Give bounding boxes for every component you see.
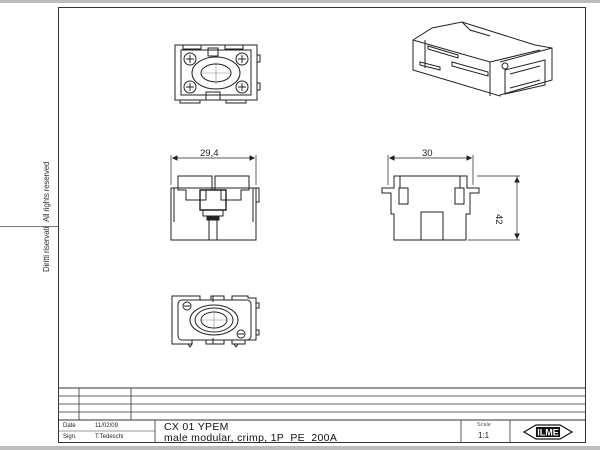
date-value: 11/02/09 — [95, 423, 118, 429]
isometric-view — [412, 21, 553, 97]
bottom-view — [171, 295, 260, 348]
part-description: male modular, crimp, 1P PE 200A — [164, 432, 338, 444]
title-block-grid — [58, 387, 586, 443]
bottom-edge-bar — [0, 446, 600, 450]
side-view-width-dimension: 30 — [422, 148, 433, 159]
ilme-logo: ILME — [522, 424, 574, 440]
margin-fold-mark — [0, 226, 58, 227]
top-view — [174, 44, 261, 104]
date-label: Date — [63, 423, 76, 429]
logo-text: ILME — [537, 428, 559, 438]
top-edge-bar — [0, 0, 600, 3]
sign-label: Sign. — [63, 434, 77, 440]
front-view-width-dimension: 29,4 — [200, 148, 219, 159]
side-view — [381, 155, 520, 241]
part-code: CX 01 YPEM — [164, 421, 229, 433]
scale-value: 1:1 — [478, 431, 490, 440]
side-view-height-dimension: 42 — [493, 214, 504, 225]
drawing-frame — [58, 7, 586, 443]
sign-value: T.Tedeschi — [95, 434, 124, 440]
front-view — [170, 155, 260, 241]
scale-label: Scale — [477, 422, 491, 428]
